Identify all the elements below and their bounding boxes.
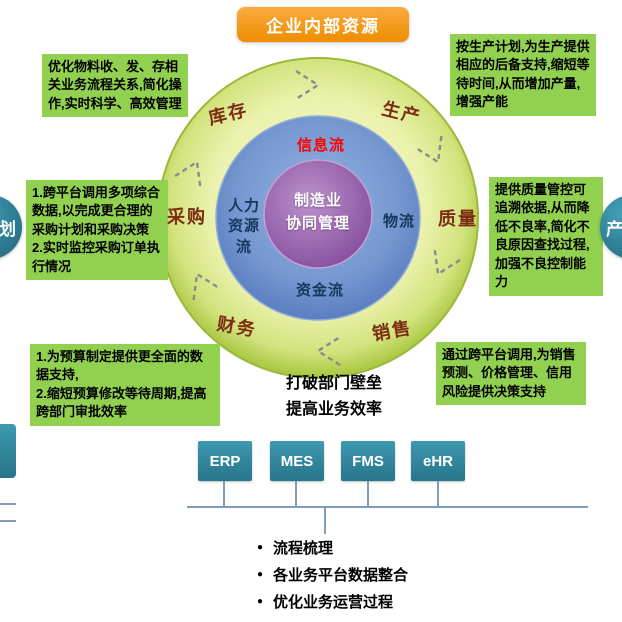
flow-label-information: 信息流 (296, 136, 346, 154)
connector-line (223, 481, 225, 507)
note-materials: 优化物料收、发、存相关业务流程关系,简化操作,实时科学、高效管理 (42, 54, 188, 118)
connector-line (324, 506, 326, 534)
connector-line (295, 481, 297, 507)
note-procurement: 1.跨平台调用多项综合数据,以完成更合理的采购计划和采购决策 2.实时监控采购订… (26, 180, 168, 281)
connector-line (0, 503, 16, 505)
bullet-icon: ● (257, 541, 264, 553)
list-item: ● 各业务平台数据整合 (257, 564, 408, 585)
connector-line (0, 520, 16, 522)
ring-label-quality: 质量 (438, 209, 478, 229)
connector-line (437, 481, 439, 507)
edge-badge-right-label: 产 (606, 219, 622, 239)
bullet-icon: ● (257, 568, 264, 580)
title-enterprise-internal-resources: 企业内部资源 (237, 7, 409, 42)
bullet-text: 各业务平台数据整合 (273, 567, 409, 584)
bullet-text: 优化业务运营过程 (273, 594, 394, 611)
flow-label-capital: 资金流 (295, 281, 345, 299)
bullet-icon: ● (257, 595, 264, 607)
flow-label-human-resources: 人力 资源 流 (227, 197, 261, 256)
list-item: ● 优化业务运营过程 (257, 591, 393, 612)
edge-badge-left-label: 划 (0, 219, 16, 239)
system-box-erp: ERP (198, 441, 252, 481)
center-circle (263, 159, 373, 269)
flow-label-logistics: 物流 (382, 212, 416, 230)
note-quality: 提供质量管控可追溯依据,从而降低不良率,简化不良原因查找过程,加强不良控制能力 (489, 177, 603, 296)
system-box-ehr: eHR (411, 441, 465, 481)
note-budget: 1.为预算制定提供更全面的数据支持, 2.缩短预算修改等待周期,提高跨部门审批效… (30, 344, 220, 426)
system-box-mes: MES (270, 441, 324, 481)
note-sales: 通过跨平台调用,为销售预测、价格管理、信用风险提供决策支持 (436, 342, 586, 406)
slogan-text: 打破部门壁垒 提高业务效率 (285, 375, 382, 418)
center-label-collaborative-management: 制造业 协同管理 (285, 191, 351, 232)
note-production: 按生产计划,为生产提供相应的后备支持,缩短等待时间,从而增加产量,增强产能 (450, 34, 596, 116)
connector-line (187, 506, 588, 508)
connector-line (367, 481, 369, 507)
system-box-fms: FMS (341, 441, 395, 481)
ring-label-procurement: 采购 (167, 207, 207, 227)
edge-badge-left: 划 (0, 195, 22, 259)
edge-badge-right: 产 (600, 195, 622, 259)
edge-rect-bottom-left (0, 424, 16, 478)
bullet-text: 流程梳理 (273, 540, 334, 557)
list-item: ● 流程梳理 (257, 537, 333, 558)
